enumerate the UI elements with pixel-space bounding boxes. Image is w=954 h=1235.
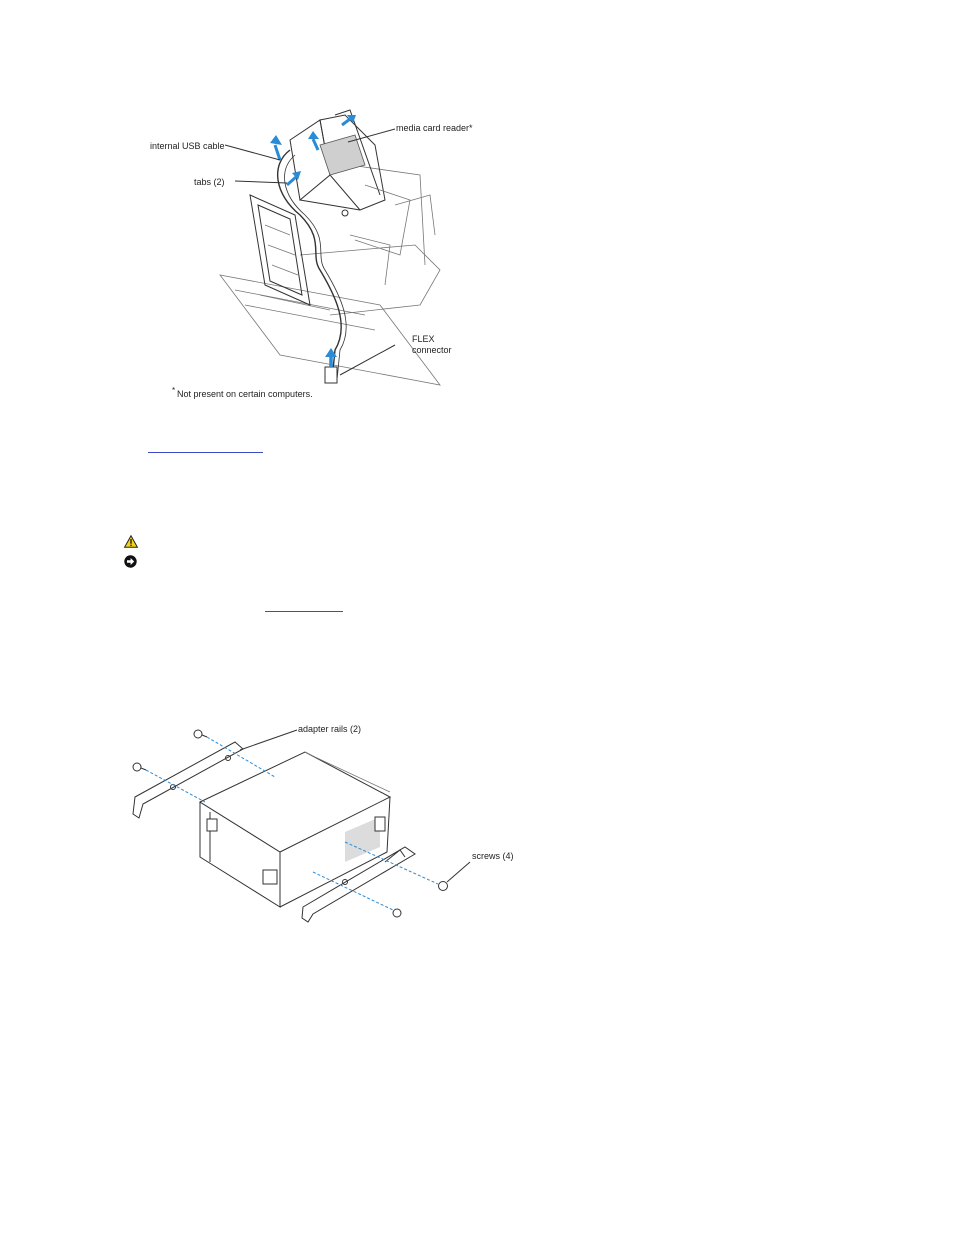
figure-adapter-rails: adapter rails (2) screws (4): [125, 722, 515, 927]
caution-triangle-icon: [123, 534, 139, 548]
section-link-2[interactable]: [265, 611, 343, 612]
flex-connector-label-line2: connector: [412, 345, 452, 355]
notice-circle-arrow-icon: [124, 555, 137, 568]
internal-usb-cable-label: internal USB cable: [150, 141, 225, 151]
media-card-reader-illustration: [219, 109, 441, 386]
flex-connector-label-line1: FLEX: [412, 334, 435, 344]
adapter-rails-illustration: [132, 729, 471, 923]
footnote-asterisk: *: [172, 386, 176, 395]
screws-label: screws (4): [472, 851, 514, 861]
tabs-label: tabs (2): [194, 177, 225, 187]
media-card-reader-label: media card reader*: [396, 123, 473, 133]
figure-media-card-reader: internal USB cable tabs (2) media card r…: [150, 105, 473, 405]
footnote-text: Not present on certain computers.: [177, 389, 313, 399]
section-link-1[interactable]: [148, 452, 263, 453]
adapter-rails-label: adapter rails (2): [298, 724, 362, 734]
